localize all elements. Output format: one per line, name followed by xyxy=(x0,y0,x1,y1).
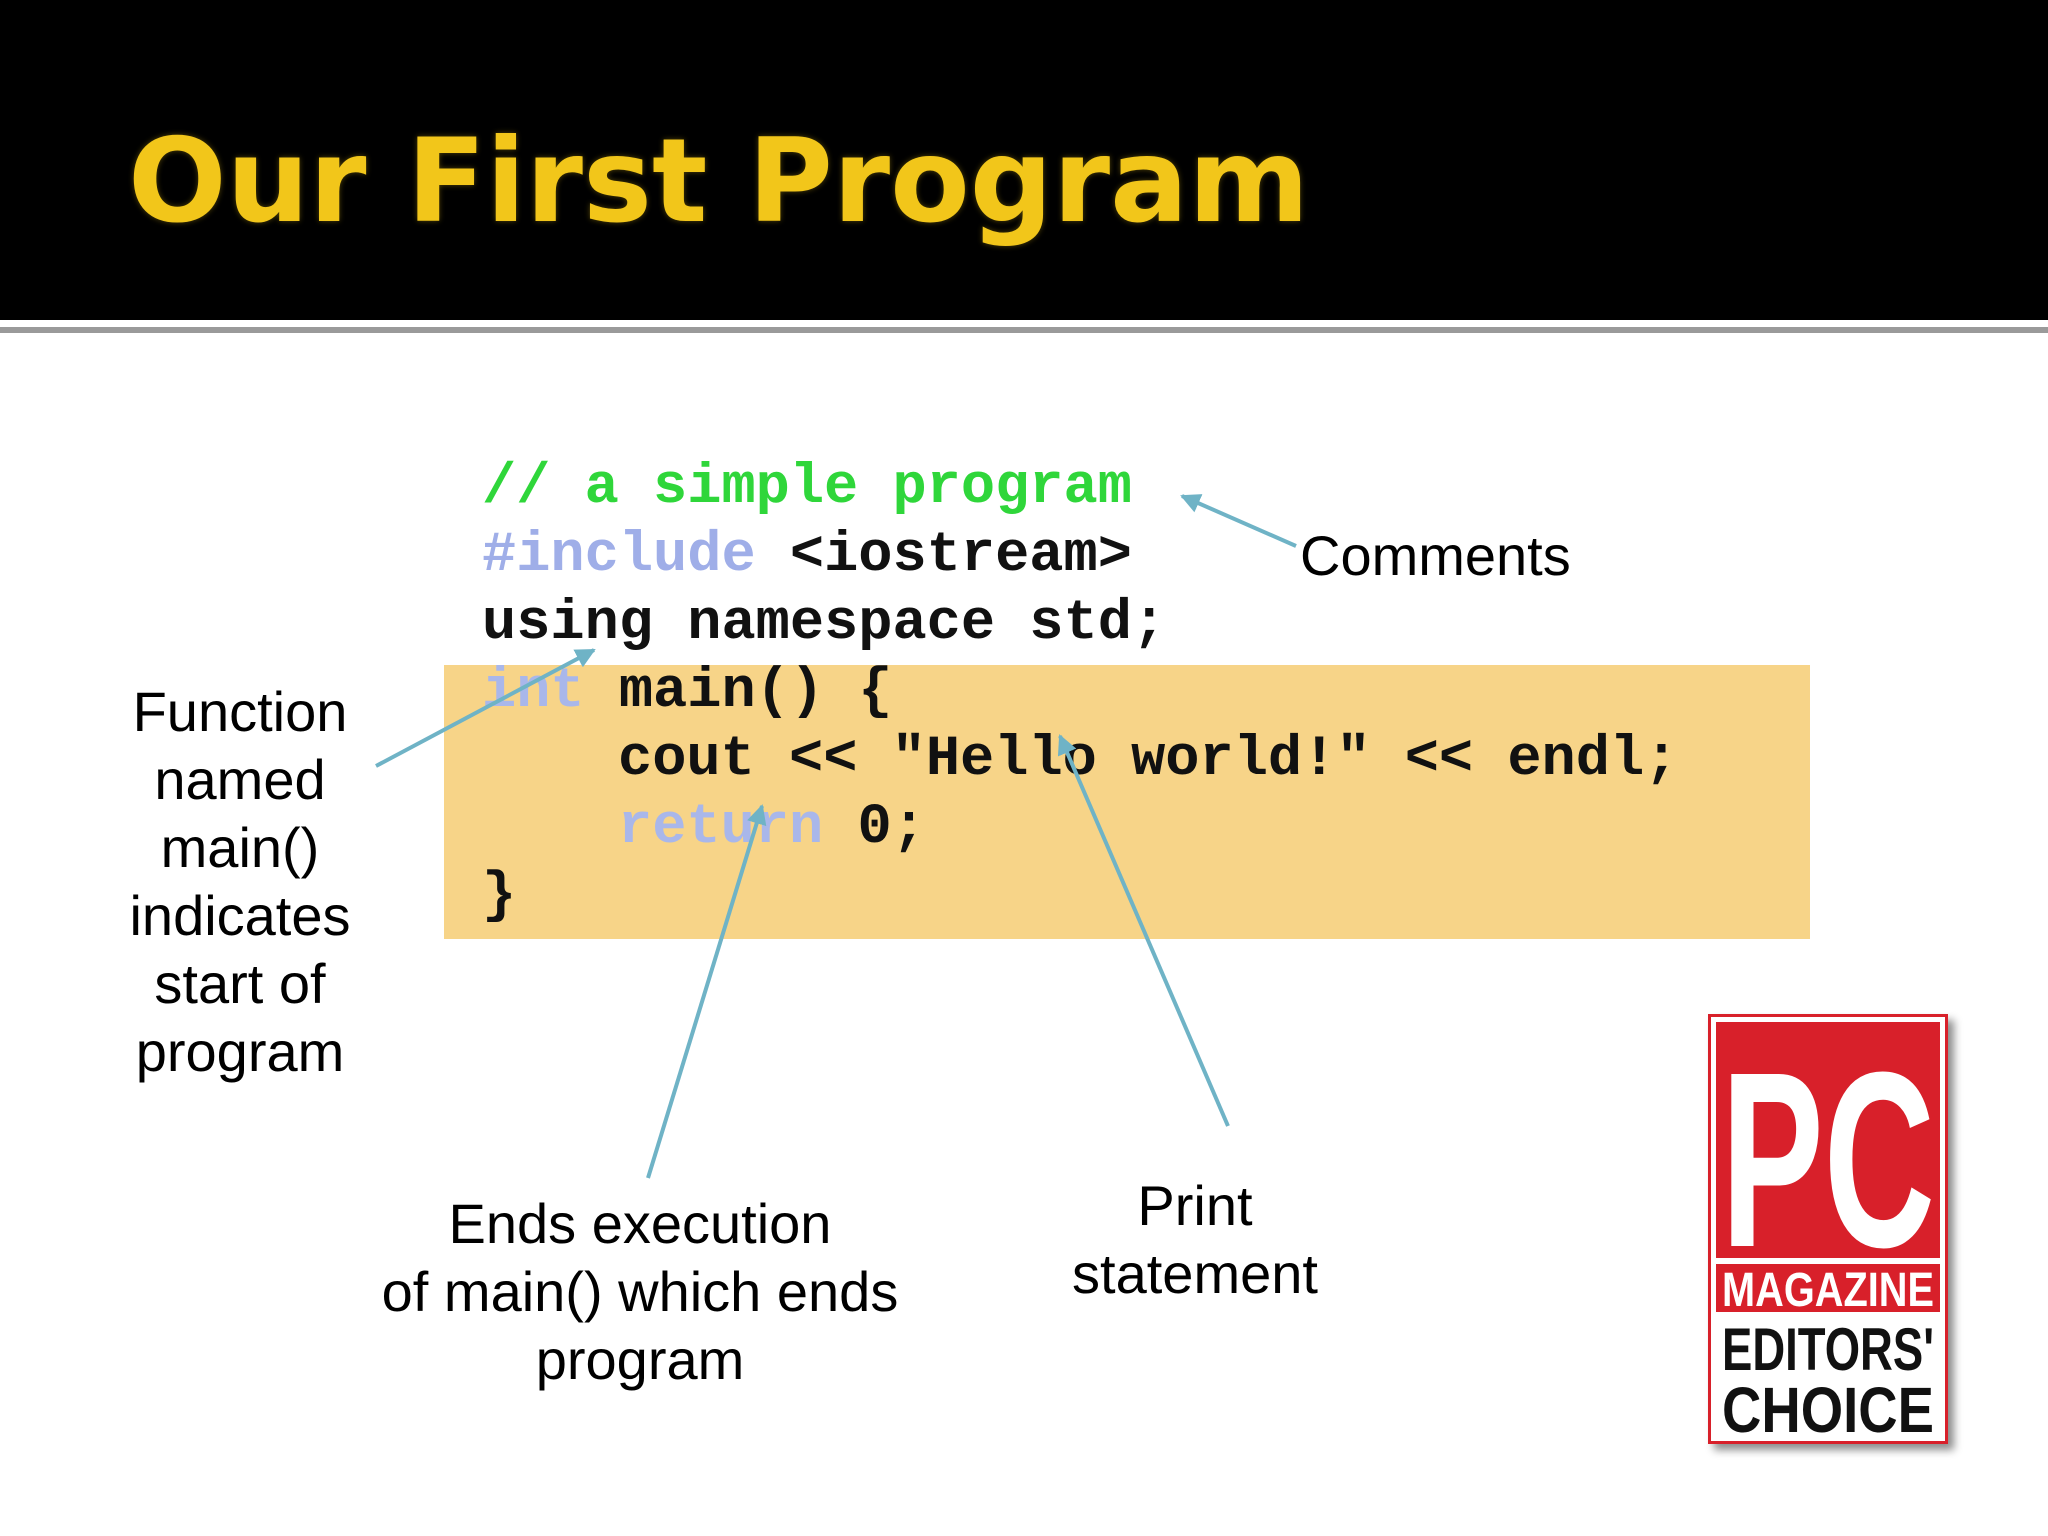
function-callout-line: indicates xyxy=(129,884,351,947)
code-main-line: int main() { xyxy=(482,658,892,726)
return-arrow xyxy=(646,804,767,1179)
return-value: 0; xyxy=(823,796,926,860)
include-header: <iostream> xyxy=(755,524,1132,588)
svg-text:MAGAZINE: MAGAZINE xyxy=(1722,1264,1934,1317)
ends-execution-callout: Ends execution of main() which ends prog… xyxy=(350,1190,930,1394)
comments-label: Comments xyxy=(1300,524,1571,587)
main-signature: main() { xyxy=(584,660,893,724)
function-callout-line: named xyxy=(154,748,326,811)
pc-magazine-editors-choice-logo: PC MAGAZINE EDITORS' CHOICE xyxy=(1705,1011,1951,1447)
print-arrow xyxy=(1057,734,1230,1127)
function-callout-line: start of xyxy=(154,952,326,1015)
editors-choice-badge-art: PC MAGAZINE EDITORS' CHOICE xyxy=(1705,1011,1951,1447)
code-return-line: return 0; xyxy=(618,794,926,862)
svg-text:EDITORS': EDITORS' xyxy=(1722,1316,1934,1383)
ends-callout-line: program xyxy=(535,1328,745,1391)
code-closing-brace: } xyxy=(482,864,517,928)
title-bar: Our First Program xyxy=(0,0,2048,320)
function-callout: Function named main() indicates start of… xyxy=(100,678,380,1086)
ends-callout-line: of main() which ends xyxy=(381,1260,899,1323)
print-callout-line: statement xyxy=(1072,1242,1318,1305)
ends-callout-line: Ends execution xyxy=(448,1192,832,1255)
int-keyword: int xyxy=(482,660,585,724)
code-using-line: using namespace std; xyxy=(482,592,1167,656)
function-callout-line: Function xyxy=(132,680,348,743)
print-statement-callout: Print statement xyxy=(1040,1172,1350,1308)
function-callout-line: program xyxy=(135,1020,345,1083)
title-divider-white xyxy=(0,322,2048,327)
code-cout-line: cout << "Hello world!" << endl; xyxy=(618,728,1679,792)
function-arrow xyxy=(375,648,596,768)
code-include-line: #include <iostream> xyxy=(482,522,1132,590)
slide-title: Our First Program xyxy=(128,114,1310,249)
svg-text:CHOICE: CHOICE xyxy=(1722,1374,1934,1444)
comments-callout: Comments xyxy=(1300,522,1620,590)
title-divider-gray xyxy=(0,327,2048,333)
svg-text:PC: PC xyxy=(1721,1020,1935,1299)
include-directive: #include xyxy=(482,524,756,588)
code-comment-line: // a simple program xyxy=(482,456,1132,520)
return-keyword: return xyxy=(618,796,824,860)
comments-arrow xyxy=(1180,494,1297,548)
function-callout-line: main() xyxy=(160,816,320,879)
print-callout-line: Print xyxy=(1137,1174,1253,1237)
